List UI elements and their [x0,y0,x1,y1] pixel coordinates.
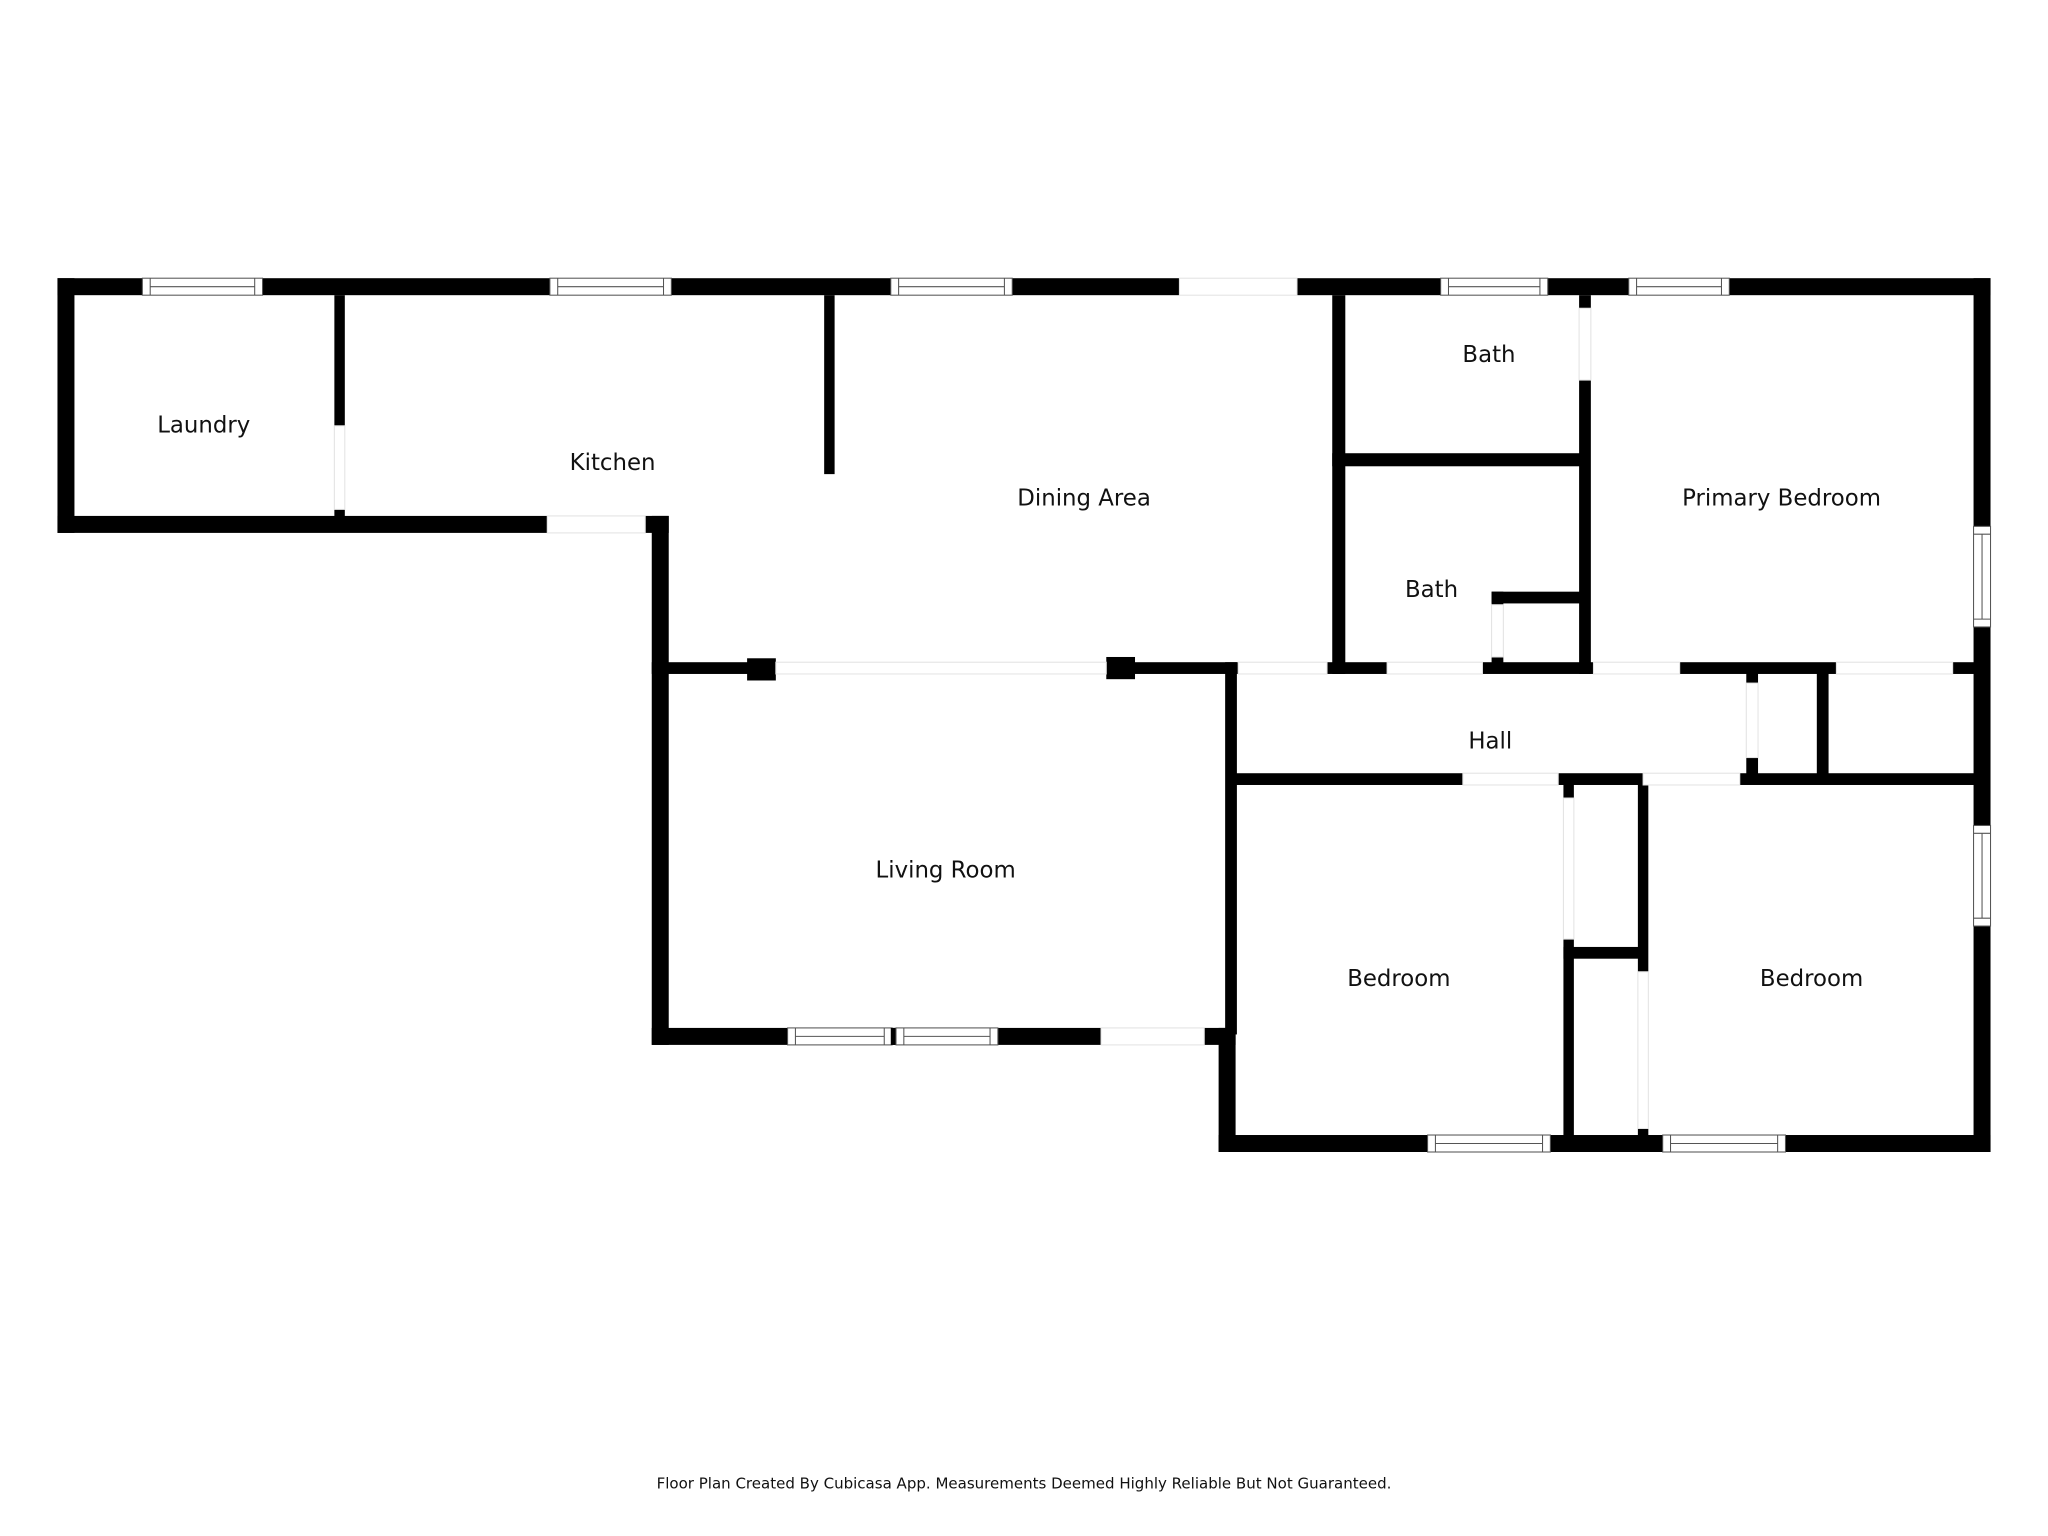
room-label-hall: Hall [1468,728,1512,754]
window-laundry-top [141,277,264,296]
room-label-kitchen: Kitchen [570,450,656,476]
window-mullion [890,1027,896,1045]
interior-walls [334,295,1982,1149]
window-primary-top [1628,277,1730,296]
room-label-bath-upper: Bath [1462,342,1515,368]
windows [141,277,1992,1153]
window-kitchen-top [549,277,672,296]
window-primary-right [1973,525,1992,628]
door-openings [333,277,1954,1130]
room-label-bedroom-left: Bedroom [1347,966,1450,992]
window-bedroom-right-bottom [1662,1134,1786,1153]
window-bedroom-left-bottom [1427,1134,1551,1153]
room-label-bath-lower: Bath [1405,577,1458,603]
room-label-bedroom-right: Bedroom [1760,966,1863,992]
window-bedroom-right [1973,824,1992,927]
footer-disclaimer: Floor Plan Created By Cubicasa App. Meas… [657,1474,1392,1492]
exterior-walls [57,278,1991,1152]
room-label-laundry: Laundry [157,412,250,438]
room-labels: Laundry Kitchen Dining Area Bath Bath Pr… [157,342,1881,992]
room-label-dining-area: Dining Area [1017,485,1151,511]
room-label-living-room: Living Room [876,858,1016,884]
window-living-bottom-1 [787,1027,893,1046]
window-bath-top [1440,277,1549,296]
window-living-bottom-2 [895,1027,999,1046]
room-label-primary-bedroom: Primary Bedroom [1682,485,1881,511]
window-dining-top [890,277,1013,296]
